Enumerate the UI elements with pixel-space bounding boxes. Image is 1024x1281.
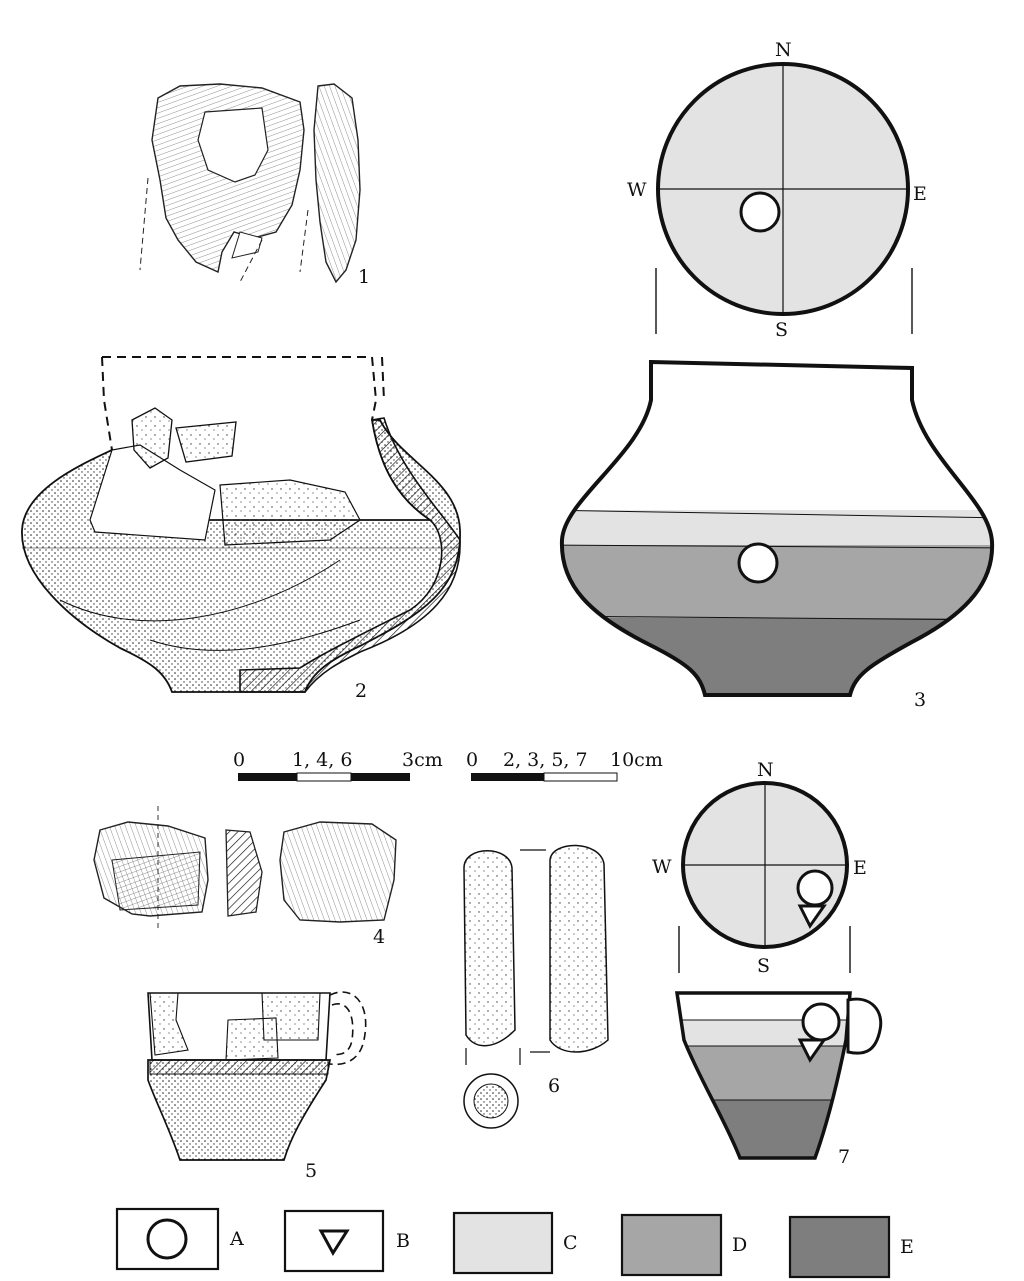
vessel-7-outline [674, 991, 852, 1160]
legend-item-e: E [788, 1215, 914, 1279]
figure-7-schematic: N S W E 7 [652, 759, 883, 1168]
compass-south: S [757, 955, 770, 977]
compass-east: E [913, 183, 927, 205]
figure-number-7: 7 [838, 1146, 850, 1168]
compass-north: N [775, 39, 792, 61]
zone-c-band [561, 510, 993, 545]
figure-6-rod-artifact: 6 [463, 844, 609, 1129]
figure-3-schematic: N S W E 3 [559, 39, 995, 711]
figure-2-pottery-vessel: 2 [21, 356, 461, 702]
compass-west: W [652, 856, 672, 878]
compass-north: N [757, 759, 774, 781]
figure-4-stone-flakes: 4 [93, 806, 397, 948]
swatch-c [452, 1211, 554, 1275]
scale-large-start: 0 [466, 749, 478, 771]
swatch-e [788, 1215, 891, 1279]
figure-1-stone-tool: 1 [139, 83, 370, 288]
figure-number-3: 3 [914, 689, 926, 711]
perforation-marker-circle [796, 869, 834, 907]
legend-label-e: E [900, 1236, 914, 1258]
scale-large-items: 2, 3, 5, 7 [503, 749, 588, 771]
flake-profile [313, 83, 361, 284]
circle-icon [146, 1218, 188, 1260]
scale-small-end: 3cm [402, 749, 443, 771]
triangle-icon [318, 1229, 350, 1256]
compass-west: W [627, 179, 647, 201]
legend-label-a: A [229, 1228, 244, 1250]
legend-item-a: A [115, 1207, 244, 1271]
incision-marker-triangle [797, 1038, 827, 1063]
scale-bar-large: 0 2, 3, 5, 7 10cm [466, 749, 663, 782]
compass-east: E [853, 857, 867, 879]
figure-number-1: 1 [358, 266, 370, 288]
legend: A B C D E [115, 1207, 914, 1279]
perforation-marker-circle [801, 1002, 841, 1042]
vessel-7-handle [846, 997, 883, 1055]
incision-marker-triangle [797, 904, 827, 929]
perforation-marker-circle [739, 191, 781, 233]
legend-label-b: B [396, 1230, 410, 1252]
scale-bar-small: 0 1, 4, 6 3cm [233, 749, 443, 782]
legend-label-d: D [732, 1234, 747, 1256]
figure-number-4: 4 [373, 926, 385, 948]
scale-small-start: 0 [233, 749, 245, 771]
scale-large-end: 10cm [610, 749, 663, 771]
figure-5-cup: 5 [147, 991, 367, 1182]
vessel-2-section [239, 417, 461, 693]
legend-item-c: C [452, 1211, 578, 1275]
figure-number-5: 5 [305, 1160, 317, 1182]
zone-e-band [561, 618, 993, 695]
scale-small-items: 1, 4, 6 [292, 749, 352, 771]
legend-label-c: C [563, 1232, 578, 1254]
figure-number-2: 2 [355, 680, 367, 702]
legend-item-b: B [283, 1209, 410, 1273]
perforation-marker-circle [737, 542, 779, 584]
vessel-3-outline [559, 359, 995, 697]
legend-item-d: D [620, 1213, 747, 1277]
swatch-d [620, 1213, 723, 1277]
compass-south: S [775, 319, 788, 341]
figure-number-6: 6 [548, 1075, 560, 1097]
